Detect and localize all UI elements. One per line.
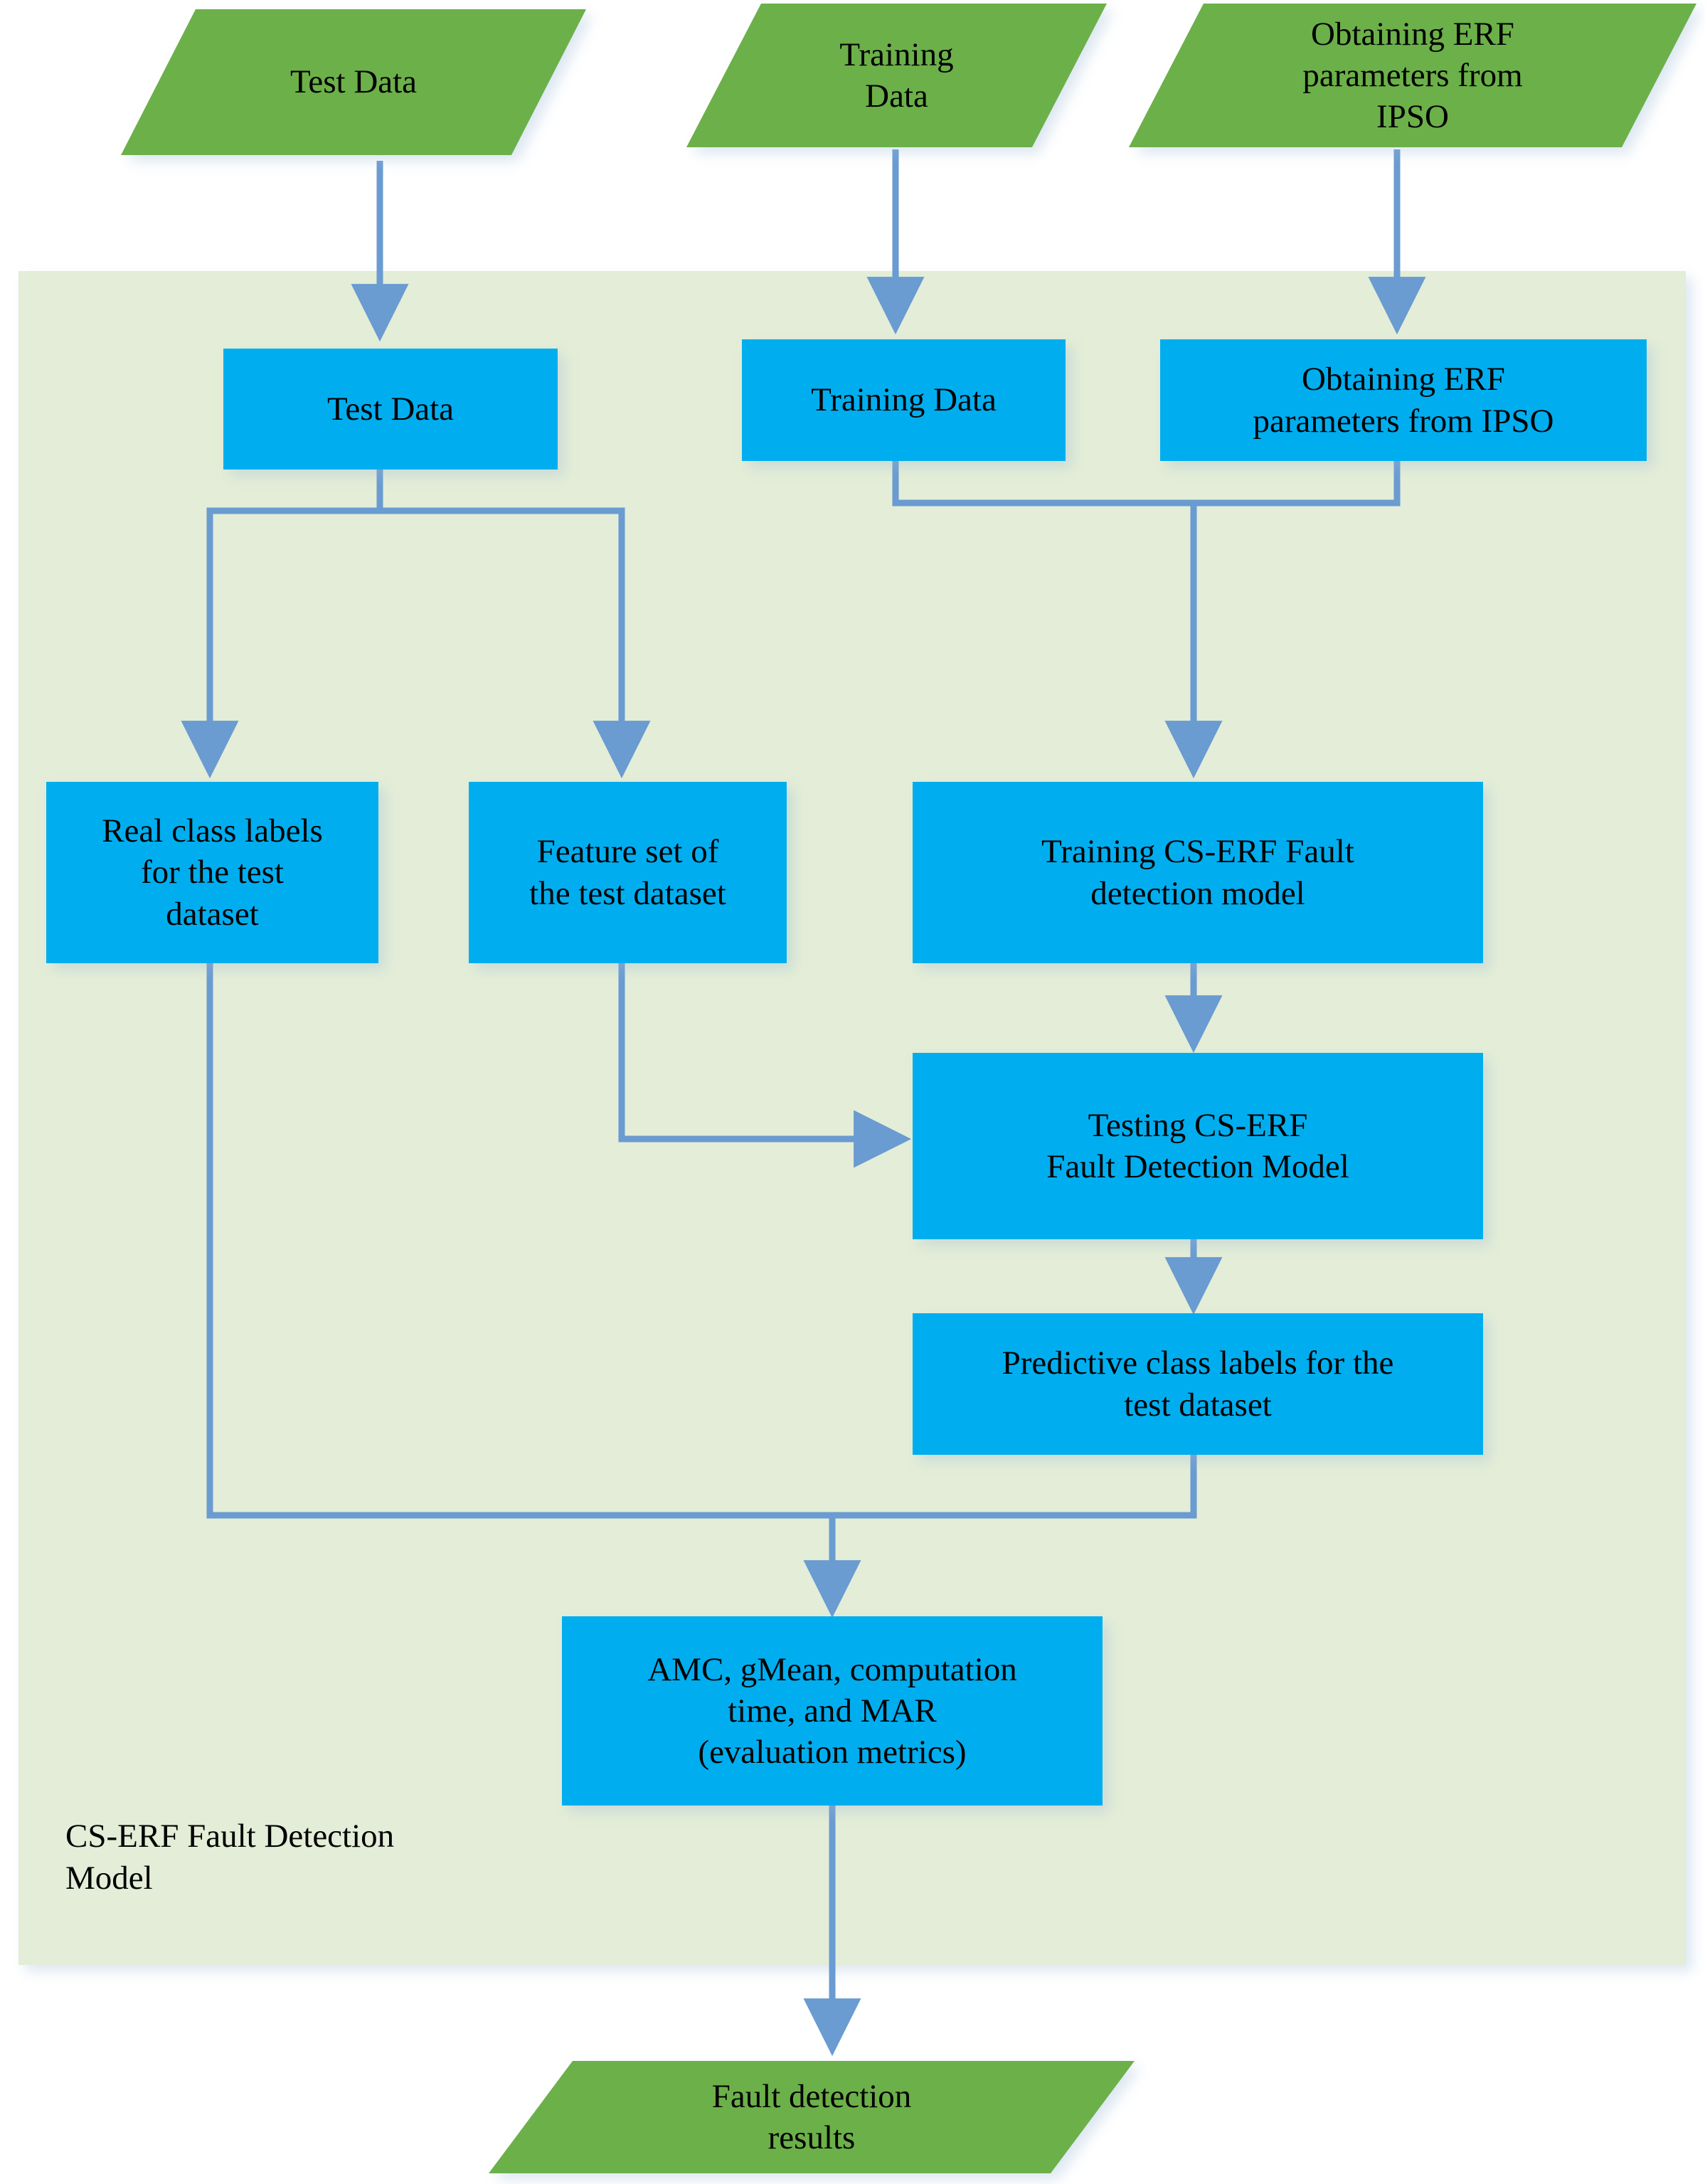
edge-feature-to-test-model [618,963,912,1168]
edge-test-split-left [181,470,383,779]
edge-training-merge-right [1194,461,1401,507]
process-shape-erf-params[interactable] [1160,339,1647,461]
input-shape-test-data[interactable] [121,9,586,155]
model-panel-label: CS-ERF Fault Detection Model [65,1818,395,1897]
edge-test-split-right [380,507,651,779]
edge-training-merge-left [892,461,1194,507]
process-shape-train-model[interactable] [913,782,1483,963]
input-shape-training-data[interactable] [686,4,1107,147]
output-shape-results[interactable] [489,2061,1135,2173]
process-shape-real-labels[interactable] [46,782,378,963]
input-shape-erf-params[interactable] [1129,4,1696,147]
process-shape-test-model[interactable] [913,1053,1483,1239]
process-shape-training-data[interactable] [742,339,1066,461]
process-shape-test-data[interactable] [223,349,558,470]
process-shape-pred-labels[interactable] [913,1313,1483,1455]
process-shape-feature-set[interactable] [469,782,787,963]
edge-pred-labels-down [832,1455,1197,1519]
edge-real-labels-down [206,963,832,1519]
process-shape-metrics[interactable] [562,1616,1103,1806]
